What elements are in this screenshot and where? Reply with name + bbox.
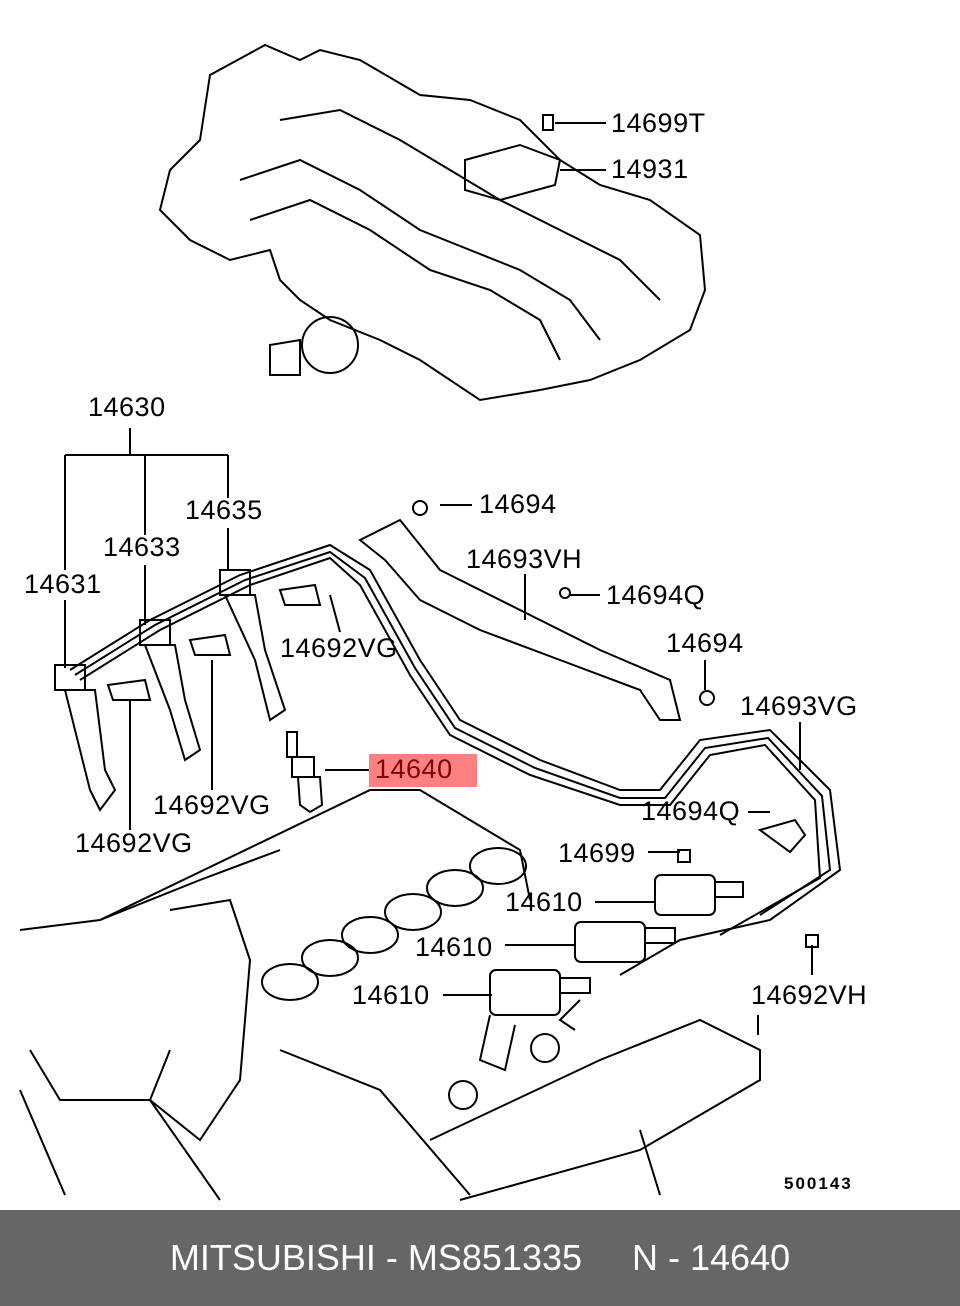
intake-manifold — [158, 43, 707, 402]
callout-14694: 14694 — [479, 489, 557, 519]
callout-14694Q: 14694Q — [641, 796, 741, 826]
spark-plug-14640 — [286, 731, 324, 814]
callout-14610: 14610 — [415, 932, 493, 962]
callout-14635: 14635 — [185, 495, 263, 525]
callout-14610: 14610 — [505, 887, 583, 917]
callout-14692VG: 14692VG — [153, 790, 271, 820]
bolts-and-clips — [106, 114, 819, 948]
callout-14692VH: 14692VH — [751, 980, 868, 1010]
callout-14610: 14610 — [352, 980, 430, 1010]
callout-14931: 14931 — [611, 154, 689, 184]
callout-14693VG: 14693VG — [740, 691, 858, 721]
callout-14694: 14694 — [666, 628, 744, 658]
callout-14631: 14631 — [24, 569, 102, 599]
callout-14630: 14630 — [88, 392, 166, 422]
harness-bracket — [358, 500, 715, 721]
cylinder-head — [19, 789, 761, 1201]
leader-lines — [64, 122, 813, 1035]
callout-14640-highlighted[interactable]: 14640 — [369, 754, 477, 787]
footer-bar: MITSUBISHI - MS851335 N - 14640 — [0, 1210, 960, 1306]
footer-part-info: MITSUBISHI - MS851335 N - 14640 — [169, 1237, 791, 1278]
parts-diagram-drawing — [19, 43, 842, 1201]
callout-14699T: 14699T — [611, 108, 706, 138]
callout-14692VG: 14692VG — [280, 633, 398, 663]
ignition-coils-14630 — [54, 569, 287, 812]
callout-14633: 14633 — [103, 532, 181, 562]
coil-packs-14610 — [478, 874, 744, 1072]
callout-14693VH: 14693VH — [466, 544, 583, 574]
plug-wires — [69, 543, 842, 976]
callout-14692VG: 14692VG — [75, 828, 193, 858]
callout-14699: 14699 — [558, 838, 636, 868]
diagram-code: 500143 — [784, 1174, 853, 1193]
callout-14694Q: 14694Q — [606, 580, 706, 610]
